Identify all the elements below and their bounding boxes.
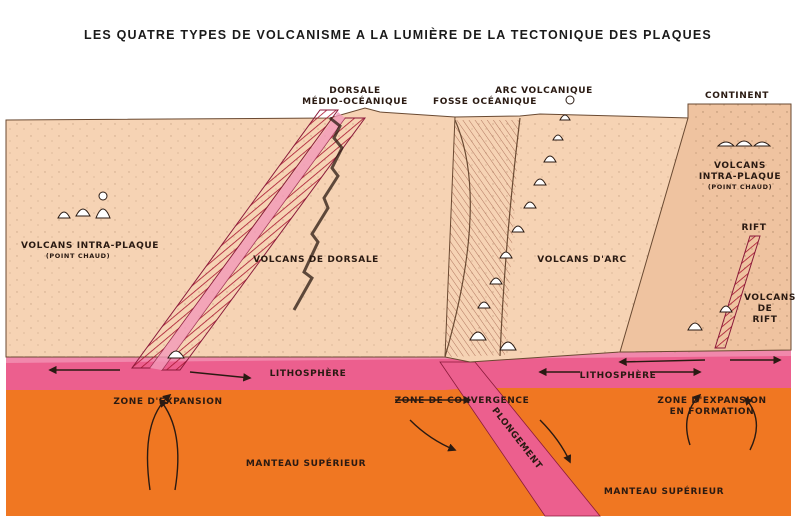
- label-manteau-2: MANTEAU SUPÉRIEUR: [604, 485, 724, 497]
- label-fosse-oceanique: FOSSE OCÉANIQUE: [433, 95, 537, 107]
- label-lithosphere-left: LITHOSPHÈRE: [270, 367, 347, 379]
- label-dorsale: DORSALE: [329, 86, 381, 96]
- label-point-chaud-left: (POINT CHAUD): [46, 252, 110, 260]
- label-manteau-1: MANTEAU SUPÉRIEUR: [246, 457, 366, 469]
- label-volcans-arc: VOLCANS D'ARC: [537, 255, 626, 265]
- label-arc-volcanique: ARC VOLCANIQUE: [495, 86, 593, 96]
- label-volcans-de-rift-2: DE: [758, 304, 773, 314]
- label-point-chaud-right: (POINT CHAUD): [708, 183, 772, 191]
- label-continent: CONTINENT: [705, 91, 769, 101]
- label-lithosphere-right: LITHOSPHÈRE: [580, 369, 657, 381]
- volcanoes-intra-plaque-right: [718, 141, 770, 146]
- label-volcans-de-rift-1: VOLCANS: [744, 293, 796, 303]
- label-intra-plaque-right: INTRA-PLAQUE: [699, 172, 781, 182]
- label-medio-oceanique: MÉDIO-OCÉANIQUE: [302, 95, 408, 107]
- label-zone-expansion-formation-1: ZONE D'EXPANSION: [657, 396, 766, 406]
- label-zone-convergence: ZONE DE CONVERGENCE: [395, 396, 530, 406]
- label-zone-expansion: ZONE D'EXPANSION: [113, 397, 222, 407]
- label-volcans-de-rift-3: RIFT: [753, 315, 778, 325]
- label-rift: RIFT: [742, 223, 767, 233]
- label-zone-expansion-formation-2: EN FORMATION: [670, 407, 755, 417]
- diagram-title: LES QUATRE TYPES DE VOLCANISME A LA LUMI…: [84, 27, 712, 42]
- label-volcans-intra-plaque-left: VOLCANS INTRA-PLAQUE: [21, 241, 159, 251]
- label-volcans-right: VOLCANS: [714, 161, 766, 171]
- label-volcans-de-dorsale: VOLCANS DE DORSALE: [253, 255, 379, 265]
